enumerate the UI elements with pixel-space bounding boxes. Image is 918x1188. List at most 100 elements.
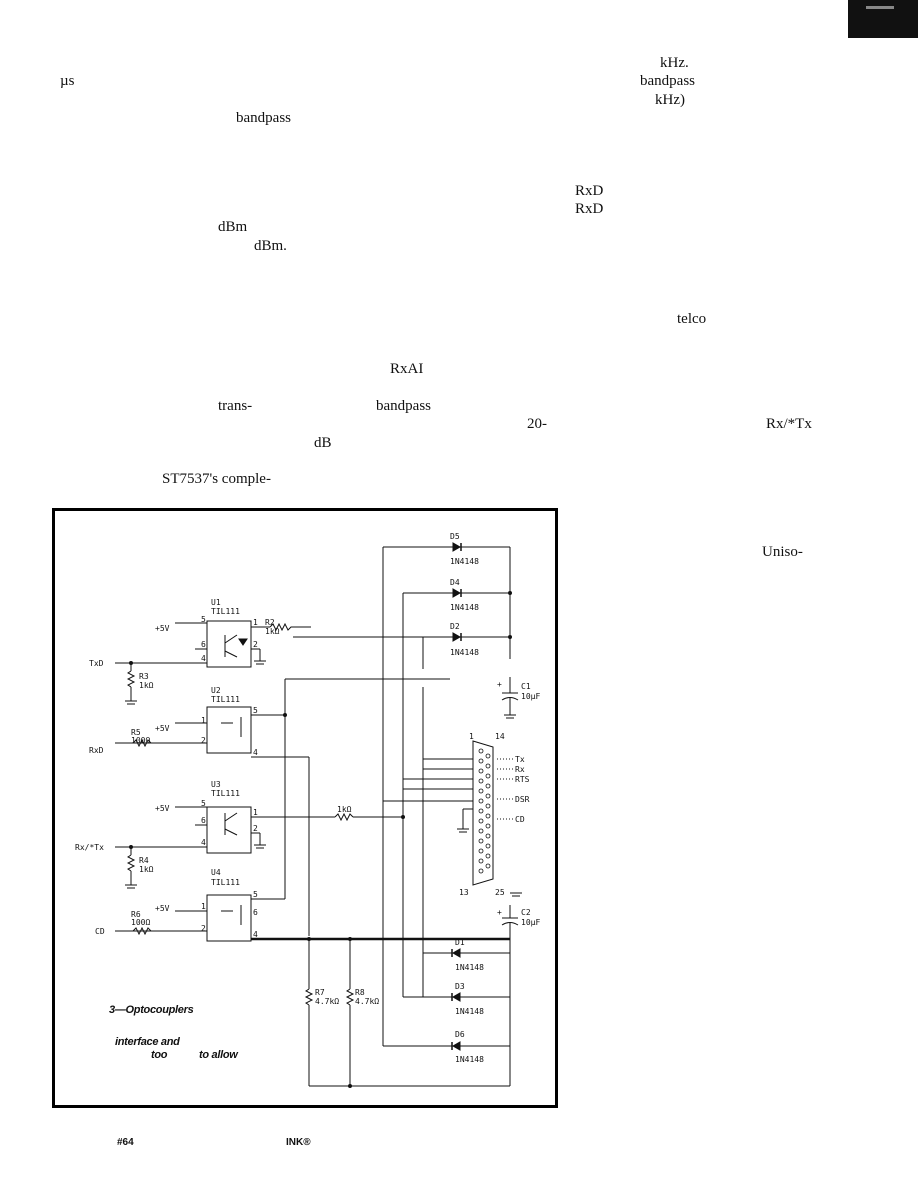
text-fragment: 20- bbox=[527, 416, 547, 432]
diode-d3 bbox=[403, 992, 510, 1002]
resistor-r8 bbox=[345, 939, 355, 1088]
resistor-r7 bbox=[304, 939, 314, 1086]
label-vcc: +5V bbox=[155, 904, 170, 913]
label-pin: 6 bbox=[253, 908, 258, 917]
label-sig-rx: Rx bbox=[515, 765, 525, 774]
label-pin: 4 bbox=[201, 654, 206, 663]
label-pin: 2 bbox=[253, 824, 258, 833]
diode-d2 bbox=[293, 632, 510, 642]
diode-d5 bbox=[383, 542, 510, 552]
label-r4: R4 bbox=[139, 856, 149, 865]
text-fragment: RxAI bbox=[390, 361, 424, 377]
label-vcc: +5V bbox=[155, 624, 170, 633]
label-r5-value: 100Ω bbox=[131, 736, 150, 745]
label-part: 1N4148 bbox=[455, 1055, 484, 1064]
label-rxd: RxD bbox=[89, 746, 104, 755]
text-fragment: RxD bbox=[575, 183, 604, 199]
optocoupler-u1 bbox=[115, 620, 311, 668]
label-opto: TIL111 bbox=[211, 607, 240, 616]
figure-caption-line: to allow bbox=[199, 1049, 238, 1061]
label-r7-value: 4.7kΩ bbox=[315, 997, 339, 1006]
label-plus: + bbox=[497, 908, 502, 917]
label-conn-pin13: 13 bbox=[459, 888, 469, 897]
label-opto: TIL111 bbox=[211, 789, 240, 798]
label-r5: R5 bbox=[131, 728, 141, 737]
label-r6-value: 100Ω bbox=[131, 918, 150, 927]
label-sig-dsr: DSR bbox=[515, 795, 530, 804]
label-pin: 2 bbox=[201, 924, 206, 933]
label-pin: 4 bbox=[253, 748, 258, 757]
label-r2: R2 bbox=[265, 618, 275, 627]
schematic-labels: D5 1N4148 D4 1N4148 D2 1N4148 U1 TIL111 … bbox=[75, 532, 540, 1064]
label-pin: 1 bbox=[201, 716, 206, 725]
label-opto: TIL111 bbox=[211, 695, 240, 704]
label-conn-pin25: 25 bbox=[495, 888, 505, 897]
label-r2-value: 1kΩ bbox=[265, 627, 280, 636]
diode-d6 bbox=[383, 1041, 510, 1051]
text-fragment: RxD bbox=[575, 201, 604, 217]
label-c2-value: 10µF bbox=[521, 918, 540, 927]
label-pin: 5 bbox=[253, 706, 258, 715]
label-sig-cd: CD bbox=[515, 815, 525, 824]
capacitor-c1 bbox=[501, 677, 519, 719]
label-r-mid: 1kΩ bbox=[337, 805, 352, 814]
label-conn-pin14: 14 bbox=[495, 732, 505, 741]
label-pin: 5 bbox=[253, 890, 258, 899]
label-sig-tx: Tx bbox=[515, 755, 525, 764]
label-r3: R3 bbox=[139, 672, 149, 681]
capacitor-c2 bbox=[501, 892, 522, 939]
label-pin: 1 bbox=[253, 808, 258, 817]
label-u4: U4 bbox=[211, 868, 221, 877]
label-u2: U2 bbox=[211, 686, 221, 695]
label-d4: D4 bbox=[450, 578, 460, 587]
label-part: 1N4148 bbox=[455, 963, 484, 972]
label-pin: 2 bbox=[201, 736, 206, 745]
label-pin: 1 bbox=[201, 902, 206, 911]
label-c2: C2 bbox=[521, 908, 531, 917]
label-pin: 6 bbox=[201, 816, 206, 825]
label-c1: C1 bbox=[521, 682, 531, 691]
label-sig-rts: RTS bbox=[515, 775, 530, 784]
label-u3: U3 bbox=[211, 780, 221, 789]
resistor-r3 bbox=[125, 661, 137, 705]
figure-caption-line: interface and bbox=[115, 1036, 180, 1048]
text-fragment: dB bbox=[314, 435, 332, 451]
label-r6: R6 bbox=[131, 910, 141, 919]
text-fragment: bandpass bbox=[640, 73, 695, 89]
label-d2: D2 bbox=[450, 622, 460, 631]
text-fragment: bandpass bbox=[376, 398, 431, 414]
figure-caption-line: 3—Optocouplers bbox=[109, 1004, 194, 1016]
schematic-figure: D5 1N4148 D4 1N4148 D2 1N4148 U1 TIL111 … bbox=[52, 508, 558, 1108]
text-fragment: bandpass bbox=[236, 110, 291, 126]
schematic-diagram: D5 1N4148 D4 1N4148 D2 1N4148 U1 TIL111 … bbox=[75, 532, 540, 1088]
footer-issue: #64 bbox=[117, 1137, 134, 1148]
label-vcc: +5V bbox=[155, 804, 170, 813]
optocoupler-u2 bbox=[115, 706, 310, 936]
label-c1-value: 10µF bbox=[521, 692, 540, 701]
text-fragment: dBm. bbox=[254, 238, 287, 254]
diode-d1 bbox=[423, 948, 510, 958]
resistor-r4 bbox=[125, 845, 137, 889]
label-d5: D5 bbox=[450, 532, 460, 541]
label-pin: 4 bbox=[253, 930, 258, 939]
label-txd: TxD bbox=[89, 659, 104, 668]
label-pin: 2 bbox=[253, 640, 258, 649]
label-vcc: +5V bbox=[155, 724, 170, 733]
label-d3: D3 bbox=[455, 982, 465, 991]
text-fragment: trans- bbox=[218, 398, 253, 414]
label-r8-value: 4.7kΩ bbox=[355, 997, 379, 1006]
text-fragment: kHz. bbox=[660, 55, 689, 71]
diode-d4 bbox=[403, 588, 510, 598]
corner-tab bbox=[848, 0, 918, 38]
label-pin: 6 bbox=[201, 640, 206, 649]
label-cd: CD bbox=[95, 927, 105, 936]
text-fragment: kHz) bbox=[655, 92, 685, 108]
db25-connector bbox=[383, 740, 513, 886]
figure-caption-line: too bbox=[151, 1049, 168, 1061]
label-pin: 1 bbox=[253, 618, 258, 627]
text-fragment: dBm bbox=[218, 219, 248, 235]
label-r7: R7 bbox=[315, 988, 325, 997]
text-fragment: Rx/*Tx bbox=[766, 416, 812, 432]
text-fragment: Uniso- bbox=[762, 544, 803, 560]
label-part: 1N4148 bbox=[450, 648, 479, 657]
